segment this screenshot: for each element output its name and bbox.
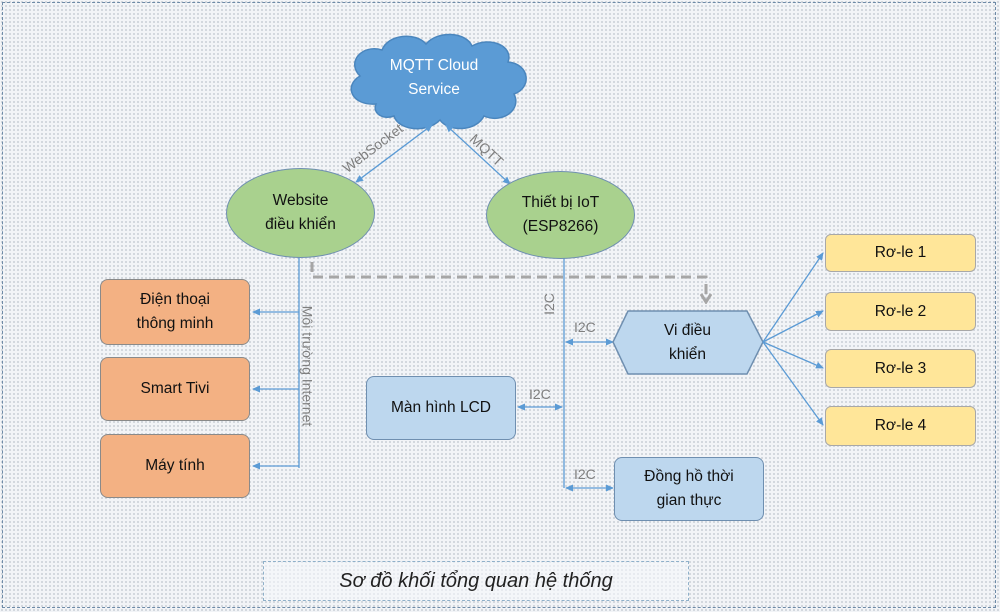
diagram-caption: Sơ đồ khối tổng quan hệ thống xyxy=(263,561,689,601)
mqtt-cloud-service: MQTT Cloud Service xyxy=(389,57,479,98)
relay4-connector xyxy=(762,341,824,426)
relay-4-node: Rơ-le 4 xyxy=(825,406,976,446)
i2c-lcd-label: I2C xyxy=(529,386,551,402)
microcontroller-node: Vi điều khiển xyxy=(663,321,712,363)
relay-3-node: Rơ-le 3 xyxy=(825,349,976,388)
rtc-node: Đồng hồ thời gian thực xyxy=(614,457,764,521)
i2c-mcu-label: I2C xyxy=(574,319,596,335)
relay-2-node: Rơ-le 2 xyxy=(825,292,976,331)
relay2-connector xyxy=(762,310,824,343)
mcu-shape xyxy=(612,310,764,375)
website-node: Website điều khiển xyxy=(226,168,375,258)
relay3-connector xyxy=(762,341,824,369)
lcd-screen-node: Màn hình LCD xyxy=(366,376,516,440)
smart-tv-node: Smart Tivi xyxy=(100,357,250,421)
iot-device-node: Thiết bị IoT (ESP8266) xyxy=(486,171,635,259)
control-dashed-arrow xyxy=(310,262,706,302)
i2c-bus-label: I2C xyxy=(540,293,557,315)
smartphone-node: Điện thoại thông minh xyxy=(100,279,250,345)
internet-label: Môi trường Internet xyxy=(299,305,316,427)
computer-node: Máy tính xyxy=(100,434,250,498)
websocket-connector xyxy=(355,124,433,183)
mqtt-connector xyxy=(445,124,511,185)
relay1-connector xyxy=(762,252,824,343)
relay-1-node: Rơ-le 1 xyxy=(825,234,976,272)
i2c-rtc-label: I2C xyxy=(574,466,596,482)
